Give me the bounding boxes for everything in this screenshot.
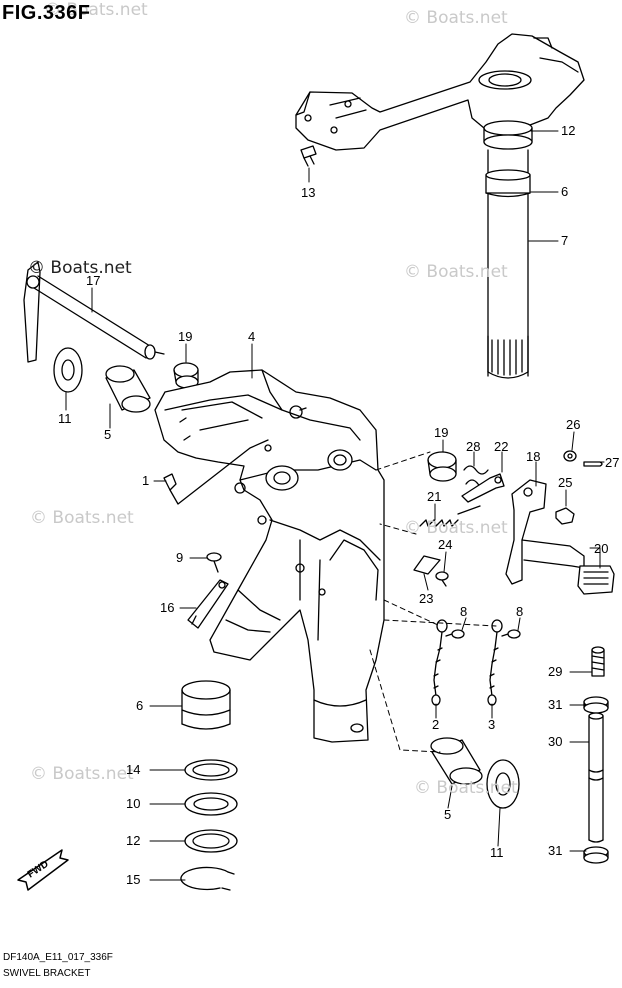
callout-24: 24 <box>438 537 453 552</box>
callout-29: 29 <box>548 664 563 679</box>
bushing-5-left <box>105 365 151 413</box>
ground-lead-3 <box>487 619 503 706</box>
callout-27: 27 <box>605 455 620 470</box>
watermark: © Boats.net <box>404 262 508 282</box>
nut-25 <box>555 507 575 525</box>
washer-26 <box>563 450 577 462</box>
callout-16: 16 <box>160 600 175 615</box>
watermark: © Boats.net <box>404 8 508 28</box>
callout-8: 8 <box>516 604 524 619</box>
figure-caption: SWIVEL BRACKET <box>3 968 91 979</box>
steering-arm <box>295 33 585 151</box>
bolts-8 <box>445 629 521 639</box>
callout-7: 7 <box>561 233 569 248</box>
callout-5: 5 <box>104 427 112 442</box>
callout-15: 15 <box>126 872 141 887</box>
figure-title: FIG.336F <box>2 2 91 24</box>
callout-20: 20 <box>594 541 609 556</box>
pin-29 <box>591 646 605 677</box>
callout-12: 12 <box>126 833 141 848</box>
cam-20 <box>577 565 615 595</box>
callout-8: 8 <box>460 604 468 619</box>
callout-6: 6 <box>561 184 569 199</box>
watermark: © Boats.net <box>414 778 518 798</box>
callout-4: 4 <box>248 329 256 344</box>
stopper-23 <box>413 555 441 575</box>
callout-13: 13 <box>301 185 316 200</box>
watermark: © Boats.net <box>28 258 132 278</box>
bushing-5-right <box>430 737 483 785</box>
bushing-6-lower <box>181 680 231 730</box>
figure-code: DF140A_E11_017_336F <box>3 952 113 963</box>
watermark: © Boats.net <box>404 518 508 538</box>
snap-ring-15 <box>180 866 229 891</box>
swivel-bracket <box>154 369 385 743</box>
watermark: © Boats.net <box>30 764 134 784</box>
callout-23: 23 <box>419 591 434 606</box>
tilt-tube <box>23 261 165 363</box>
collar-31-bottom <box>583 846 609 864</box>
callout-18: 18 <box>526 449 541 464</box>
cotter-pin-27 <box>583 461 603 467</box>
callout-28: 28 <box>466 439 481 454</box>
callout-31: 31 <box>548 843 563 858</box>
lock-16 <box>187 579 229 629</box>
callout-21: 21 <box>427 489 442 504</box>
reverse-lock-arm <box>505 479 585 585</box>
callout-1: 1 <box>142 473 150 488</box>
washer-11-right <box>486 759 520 809</box>
callout-22: 22 <box>494 439 509 454</box>
callout-30: 30 <box>548 734 563 749</box>
callout-25: 25 <box>558 475 573 490</box>
bushing-19-left <box>173 362 199 389</box>
assembly-lines <box>369 451 497 753</box>
fwd-arrow <box>17 849 69 891</box>
bolt-24 <box>435 571 449 587</box>
callout-12: 12 <box>561 123 576 138</box>
callout-11: 11 <box>490 845 504 860</box>
rod-22 <box>461 473 505 503</box>
callout-14: 14 <box>126 762 141 777</box>
tube-30 <box>588 712 604 843</box>
bolt-9 <box>206 552 222 573</box>
leader-lines <box>65 130 605 881</box>
bushing-19-right <box>427 451 457 482</box>
callout-11: 11 <box>58 411 72 426</box>
collar-31-top <box>583 696 609 714</box>
watermark: © Boats.net <box>30 508 134 528</box>
callout-17: 17 <box>86 273 101 288</box>
watermark: © Boats.net <box>44 0 148 20</box>
callout-6: 6 <box>136 698 144 713</box>
callout-31: 31 <box>548 697 563 712</box>
callout-19: 19 <box>178 329 193 344</box>
callout-26: 26 <box>566 417 581 432</box>
washer-11-left <box>53 347 83 393</box>
callout-5: 5 <box>444 807 452 822</box>
callout-2: 2 <box>432 717 440 732</box>
bolt-13 <box>300 145 317 167</box>
washer-10 <box>184 792 238 816</box>
callout-19: 19 <box>434 425 449 440</box>
ground-lead-2 <box>431 619 448 706</box>
spring-21 <box>419 505 481 527</box>
callout-3: 3 <box>488 717 496 732</box>
callout-10: 10 <box>126 796 141 811</box>
callout-9: 9 <box>176 550 184 565</box>
grease-nipple-1 <box>163 439 269 505</box>
steering-shaft <box>483 120 533 379</box>
